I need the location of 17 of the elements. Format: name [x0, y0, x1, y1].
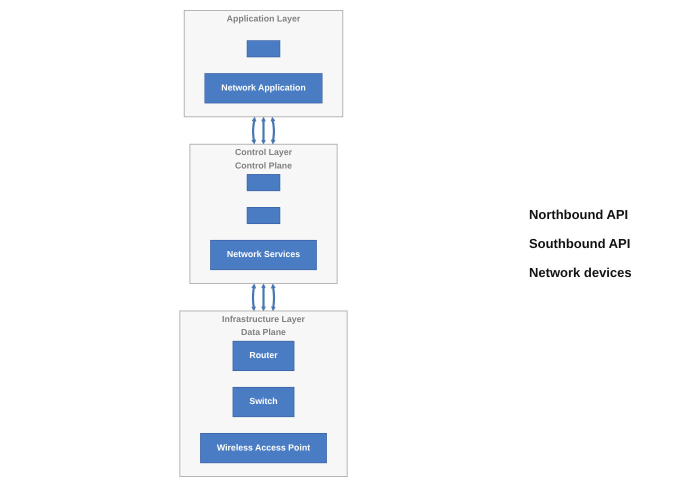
node-box: Wireless Access Point	[200, 433, 327, 464]
arrow	[261, 284, 266, 312]
arrow	[251, 284, 256, 312]
node-box: Router	[232, 340, 294, 372]
node-box	[246, 174, 280, 192]
node-box	[246, 40, 280, 58]
node-box: Switch	[232, 386, 294, 418]
node-box: Network Services	[210, 240, 317, 270]
arrow	[261, 116, 266, 144]
arrow	[270, 116, 276, 144]
annotation-text: Network devices	[529, 265, 633, 280]
annotation-text: Northbound API	[529, 207, 630, 222]
node-box: Network Application	[204, 73, 322, 104]
node-box	[246, 207, 280, 224]
arrow	[270, 284, 276, 312]
annotation-text: Southbound API	[529, 236, 632, 251]
arrow	[251, 116, 256, 144]
